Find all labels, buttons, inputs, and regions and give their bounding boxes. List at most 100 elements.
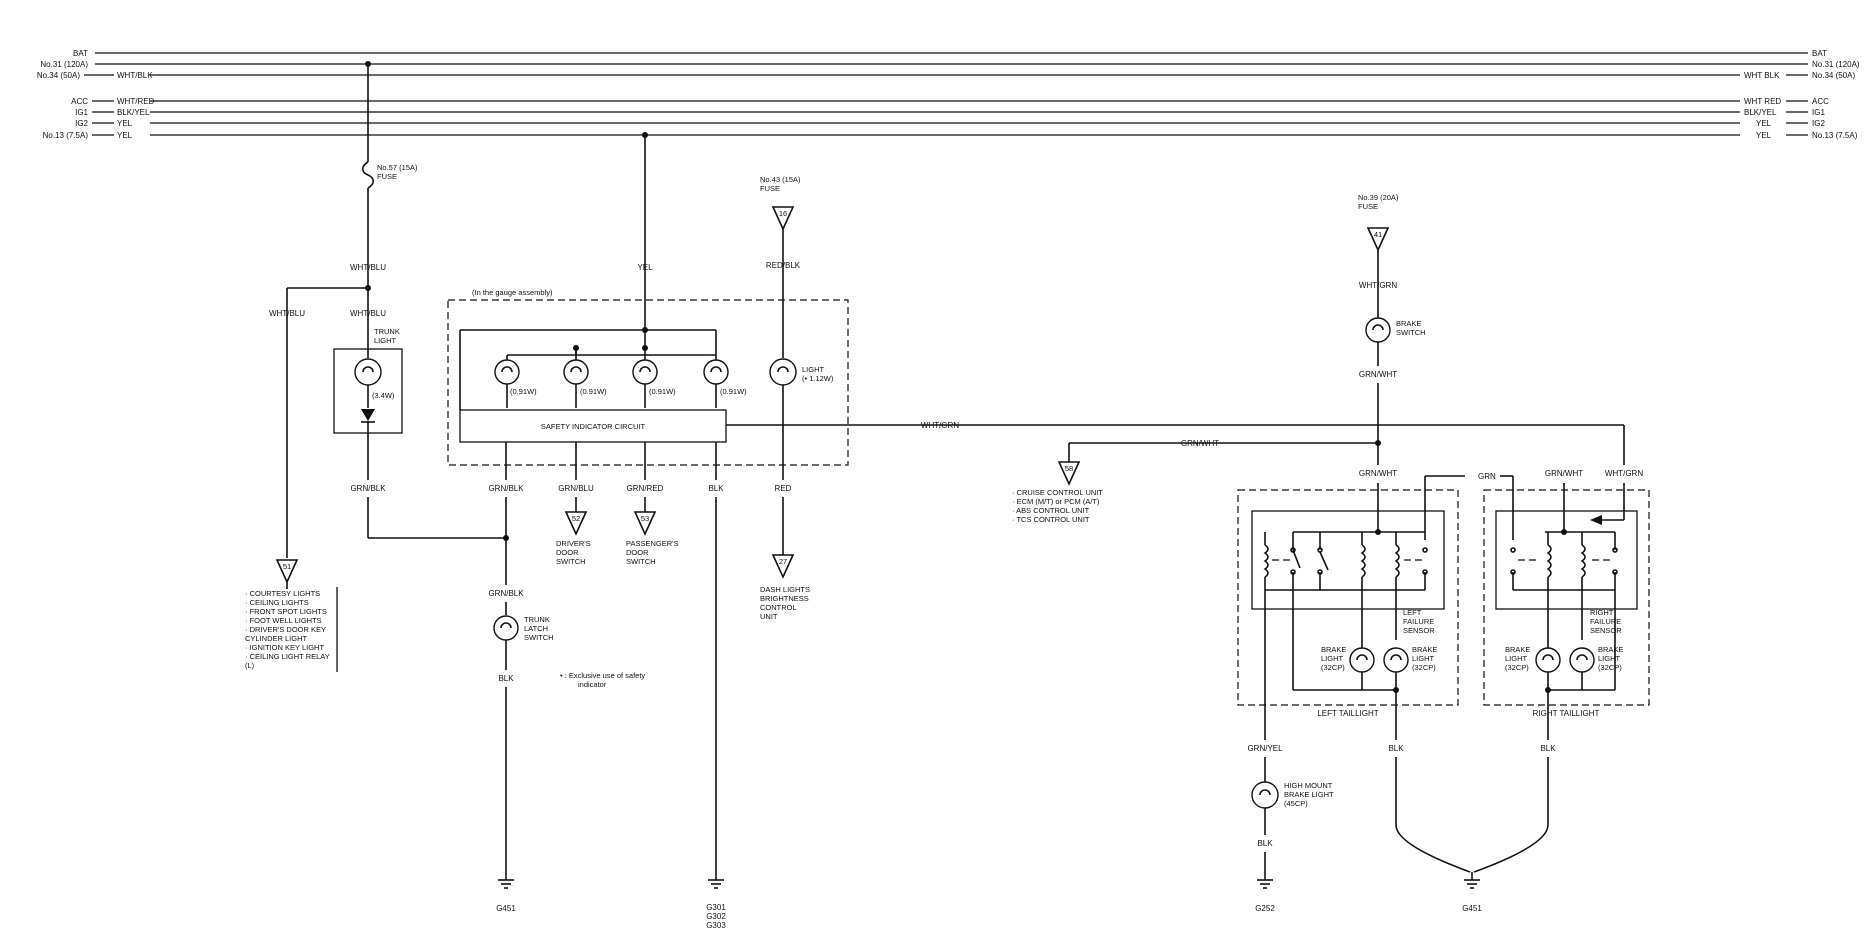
courtesy-item-7: · CEILING LIGHT RELAY — [245, 652, 330, 661]
ground-g302-label: G302 — [706, 912, 726, 921]
right-failure-sensor-box — [1495, 510, 1638, 610]
bus-right-label-2: No.34 (50A) — [1812, 71, 1855, 80]
wire-label-yel: YEL — [637, 263, 653, 272]
brake-switch-2: SWITCH — [1396, 328, 1426, 337]
bus-left-label-2: No.34 (50A) — [37, 71, 80, 80]
bus-left-wire-6: YEL — [117, 131, 133, 140]
bus-right-label-1: No.31 (120A) — [1812, 60, 1860, 69]
wire-label-grn-blk-2: GRN/BLK — [488, 484, 524, 493]
trunk-light-bulb — [354, 358, 382, 386]
bus-left-wire-2: WHT/BLK — [117, 71, 153, 80]
dash-lights-3: CONTROL — [760, 603, 797, 612]
wire-label-grn-blk-3: GRN/BLK — [488, 589, 524, 598]
fuse-39-fuse: FUSE — [1358, 202, 1378, 211]
bus-left-label-6: No.13 (7.5A) — [43, 131, 89, 140]
left-taillight-box — [1237, 489, 1459, 706]
connector-58-label: 58 — [1065, 464, 1073, 473]
fuse-57-fuse: FUSE — [377, 172, 397, 181]
wire-label-grn: GRN — [1478, 472, 1496, 481]
right-failure-1: RIGHT — [1590, 608, 1614, 617]
wire-label-blk-5: BLK — [1257, 839, 1273, 848]
right-brake-light-1 — [1535, 647, 1561, 673]
ground-g301: G301 G302 G303 — [706, 879, 726, 930]
passengers-door-3: SWITCH — [626, 557, 656, 566]
left-brake-light-1-label-1: BRAKE — [1321, 645, 1346, 654]
left-brake-light-2-label-1: BRAKE — [1412, 645, 1437, 654]
indicator-bulb-1 — [494, 359, 520, 385]
left-failure-sensor-box — [1251, 510, 1445, 610]
courtesy-item-1: · CEILING LIGHTS — [245, 598, 309, 607]
right-relay-coil-1 — [1546, 532, 1552, 640]
fuse-symbol — [361, 161, 375, 189]
cruise-item-3: · TCS CONTROL UNIT — [1012, 515, 1090, 524]
high-mount-branch: HIGH MOUNT BRAKE LIGHT (45CP) BLK G252 — [1251, 757, 1334, 913]
wire-label-wht-blu-3: WHT/BLU — [350, 309, 386, 318]
cruise-item-2: · ABS CONTROL UNIT — [1012, 506, 1090, 515]
dash-lights-1: DASH LIGHTS — [760, 585, 810, 594]
left-brake-light-2-label-2: LIGHT — [1412, 654, 1435, 663]
drivers-door-2: DOOR — [556, 548, 579, 557]
ground-g252-label: G252 — [1255, 904, 1275, 913]
connector-53-label: 53 — [641, 514, 649, 523]
connector-58 — [1057, 461, 1081, 486]
passengers-door-2: DOOR — [626, 548, 649, 557]
left-brake-light-2-label-3: (32CP) — [1412, 663, 1436, 672]
high-mount-brake-light — [1251, 781, 1279, 809]
brake-switch-branch: No.39 (20A) FUSE 41 WHT/GRN BRAKE SWITCH… — [1358, 193, 1426, 478]
bus-right-wire-4: BLK/YEL — [1744, 108, 1777, 117]
bus-left-label-1: No.31 (120A) — [40, 60, 88, 69]
wire-label-grn-wht-3: GRN/WHT — [1359, 469, 1397, 478]
left-failure-1: LEFT — [1403, 608, 1422, 617]
left-taillight: LEFT TAILLIGHT GRN — [1237, 472, 1496, 753]
bus-right-wire-6: YEL — [1756, 131, 1772, 140]
light-label-2: (• 1.12W) — [802, 374, 834, 383]
safety-circuit-label: SAFETY INDICATOR CIRCUIT — [541, 422, 646, 431]
bus-right-wire-2: WHT BLK — [1744, 71, 1780, 80]
wire-label-grn-wht-4: GRN/WHT — [1545, 469, 1583, 478]
courtesy-item-3: · FOOT WELL LIGHTS — [245, 616, 322, 625]
left-relay-contacts-3 — [1404, 547, 1428, 590]
connector-52-label: 52 — [572, 514, 580, 523]
footnote-2: indicator — [578, 680, 607, 689]
bus-left-label-3: ACC — [71, 97, 88, 106]
footnote-1: • : Exclusive use of safety — [560, 671, 645, 680]
ground-g451-right: G451 — [1395, 757, 1549, 913]
high-mount-3: (45CP) — [1284, 799, 1308, 808]
right-brake-light-2-label-2: LIGHT — [1598, 654, 1621, 663]
fuse-57-label: No.57 (15A) — [377, 163, 418, 172]
right-failure-2: FAILURE — [1590, 617, 1621, 626]
courtesy-item-8: (L) — [245, 661, 255, 670]
gauge-assembly-label: (In the gauge assembly) — [472, 288, 553, 297]
cruise-item-0: · CRUISE CONTROL UNIT — [1012, 488, 1103, 497]
courtesy-item-5: CYLINDER LIGHT — [245, 634, 308, 643]
wire-label-grn-red: GRN/RED — [627, 484, 664, 493]
right-brake-light-1-label-2: LIGHT — [1505, 654, 1528, 663]
bus-right-label-6: No.13 (7.5A) — [1812, 131, 1858, 140]
wire-label-grn-blk-1: GRN/BLK — [350, 484, 386, 493]
light-label-1: LIGHT — [802, 365, 825, 374]
wire-label-blk-4: BLK — [1540, 744, 1556, 753]
bus-left-label-5: IG2 — [75, 119, 88, 128]
right-failure-3: SENSOR — [1590, 626, 1622, 635]
right-taillight-label: RIGHT TAILLIGHT — [1533, 709, 1600, 718]
left-relay-coil-3 — [1394, 532, 1400, 640]
courtesy-item-0: · COURTESY LIGHTS — [245, 589, 320, 598]
courtesy-item-4: · DRIVER'S DOOR KEY — [245, 625, 326, 634]
wire-label-blk-2: BLK — [708, 484, 724, 493]
left-brake-light-1 — [1349, 647, 1375, 673]
right-relay-coil-2 — [1580, 532, 1586, 640]
trunk-latch-1: TRUNK — [524, 615, 550, 624]
connector-41-label: 41 — [1374, 230, 1382, 239]
brake-switch — [1365, 317, 1391, 343]
left-relay-coil-2 — [1360, 532, 1366, 640]
right-brake-light-2-label-3: (32CP) — [1598, 663, 1622, 672]
wire-label-wht-grn: WHT/GRN — [921, 421, 959, 430]
drivers-door-1: DRIVER'S — [556, 539, 591, 548]
cruise-item-1: · ECM (M/T) or PCM (A/T) — [1012, 497, 1100, 506]
right-brake-light-2 — [1569, 647, 1595, 673]
right-relay-contacts-2 — [1592, 532, 1618, 590]
connector-27 — [771, 554, 795, 579]
trunk-latch-switch — [493, 615, 519, 641]
cruise-branch: WHT/GRN GRN/WHT 58 · CRUISE CONTROL UNIT… — [726, 421, 1625, 524]
indicator-rating-3: (0.91W) — [649, 387, 676, 396]
